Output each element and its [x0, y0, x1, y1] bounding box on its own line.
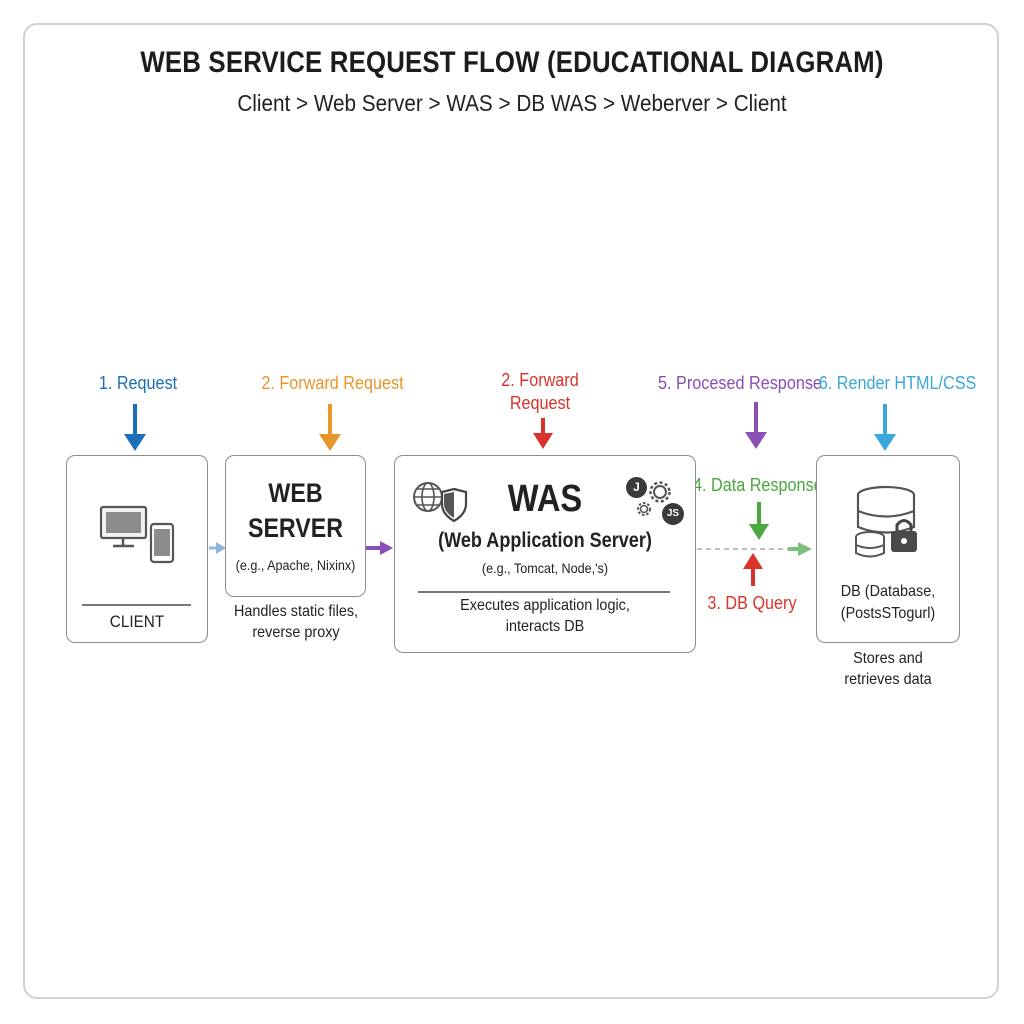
arrow-forward-request-web — [319, 404, 341, 451]
web-server-example: (e.g., Apache, Nixinx) — [235, 557, 356, 573]
arrow-request — [124, 404, 146, 451]
web-server-box — [225, 455, 366, 597]
connector-was-to-db — [697, 542, 812, 556]
db-caption-line2: retrieves data — [844, 671, 932, 688]
was-full-name: (Web Application Server) — [438, 529, 652, 552]
step-db-query-label: 3. DB Query — [707, 593, 797, 613]
step-data-response-label: 4. Data Response — [693, 475, 823, 495]
arrow-forward-request-was — [533, 418, 553, 449]
badge-j: J — [626, 477, 647, 498]
was-divider — [418, 591, 670, 593]
step-render-label: 6. Render HTML/CSS — [818, 373, 977, 393]
arrow-data-response — [749, 502, 769, 540]
arrow-client-to-webserver — [209, 542, 226, 554]
arrow-webserver-to-was — [366, 541, 393, 555]
badge-js: JS — [662, 503, 684, 525]
step-forward-request-was-label-2: Request — [509, 393, 571, 413]
step-forward-request-was-label-1: 2. Forward — [501, 370, 579, 390]
db-label-line2: (PostsSTogurl) — [840, 605, 936, 622]
client-label: CLIENT — [109, 612, 165, 631]
web-server-caption-line1: Handles static files, — [233, 603, 359, 620]
was-desc-line2: interacts DB — [505, 618, 585, 635]
step-request-label: 1. Request — [98, 373, 178, 393]
client-divider — [82, 604, 191, 606]
web-server-title-line2: SERVER — [247, 513, 344, 543]
diagram-subtitle: Client > Web Server > WAS > DB WAS > Web… — [237, 90, 787, 116]
diagram-title: WEB SERVICE REQUEST FLOW (EDUCATIONAL DI… — [140, 46, 884, 79]
arrow-render — [874, 404, 896, 451]
arrow-db-query — [743, 553, 763, 586]
step-processed-response-label: 5. Procesed Response — [658, 373, 822, 393]
db-caption-line1: Stores and — [853, 650, 923, 667]
was-title: WAS — [507, 478, 583, 520]
was-desc-line1: Executes application logic, — [460, 597, 630, 614]
client-box — [66, 455, 208, 643]
web-server-title-line1: WEB — [268, 478, 323, 508]
step-forward-request-web-label: 2. Forward Request — [261, 373, 404, 393]
web-server-caption-line2: reverse proxy — [252, 624, 340, 641]
arrow-processed-response — [745, 402, 767, 449]
db-label-line1: DB (Database, — [840, 583, 936, 600]
was-example: (e.g., Tomcat, Node,'s) — [481, 560, 609, 576]
